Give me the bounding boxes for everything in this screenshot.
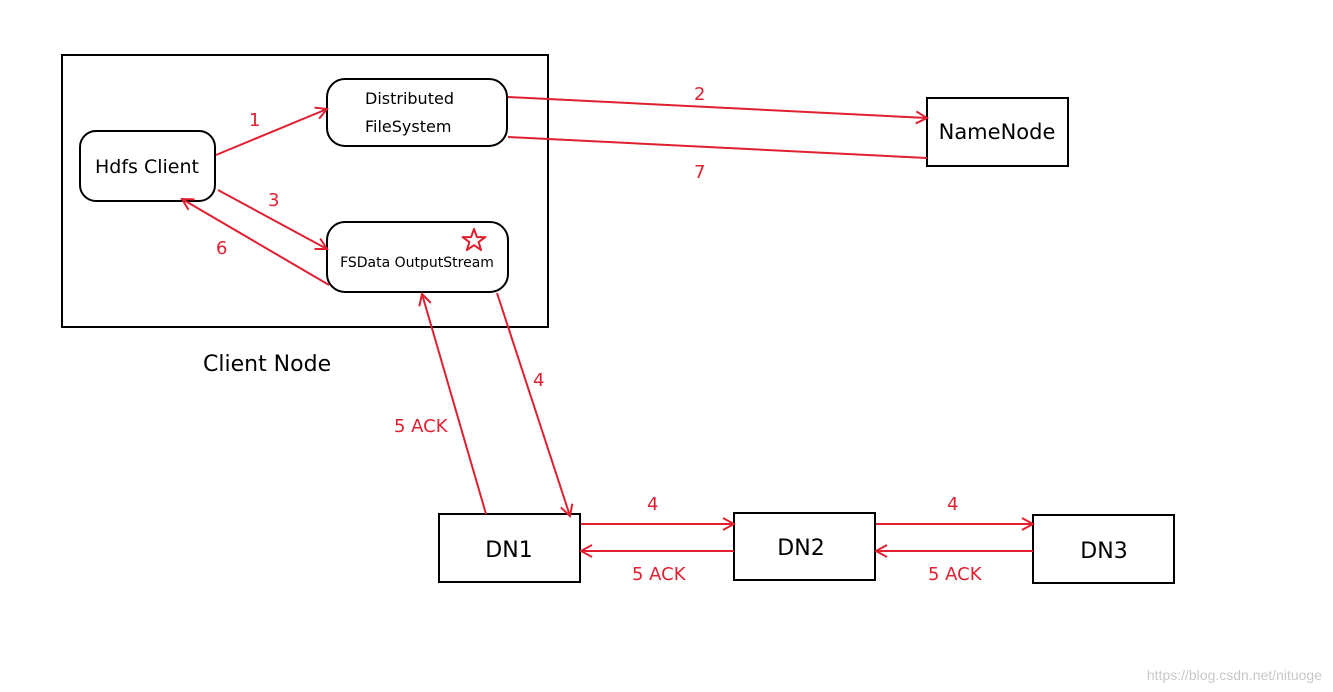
edge-label-step4-dn1-to-dn2: 4 [647, 494, 658, 515]
hdfs-client-node [79, 130, 216, 202]
namenode-node [926, 97, 1069, 167]
arrow-step6 [182, 199, 330, 286]
arrow-step4-stream-to-dn1 [496, 292, 570, 516]
dn3-label: DN3 [1080, 539, 1127, 564]
fsdata-outputstream-label: FSData OutputStream [340, 255, 494, 271]
edge-label-step4-stream-to-dn1: 4 [533, 370, 544, 391]
hdfs-client-label: Hdfs Client [95, 156, 199, 178]
arrow-step3 [217, 189, 327, 249]
edge-label-step7: 7 [694, 162, 705, 183]
arrow-step1 [215, 109, 327, 156]
namenode-label: NameNode [939, 120, 1056, 144]
distributed-filesystem-label-line2: FileSystem [365, 117, 451, 136]
edge-label-step6: 6 [216, 238, 227, 259]
edge-label-step5-dn3-to-dn2: 5 ACK [928, 564, 983, 585]
edge-label-step3: 3 [268, 190, 279, 211]
distributed-filesystem-label-line1: Distributed [365, 89, 454, 108]
client-node-label: Client Node [203, 352, 331, 377]
watermark-text: https://blog.csdn.net/nituoge [1147, 667, 1322, 683]
dn3-node [1032, 514, 1175, 584]
edge-label-step2: 2 [694, 84, 705, 105]
dn1-label: DN1 [485, 538, 532, 563]
arrow-step2 [507, 96, 927, 118]
edge-label-step5-dn1-to-stream: 5 ACK [394, 416, 449, 437]
edge-label-step1: 1 [249, 110, 260, 131]
fsdata-outputstream-node [326, 221, 509, 293]
line-step7 [507, 136, 928, 159]
dn2-label: DN2 [777, 536, 824, 561]
edge-label-step5-dn2-to-dn1: 5 ACK [632, 564, 687, 585]
star-icon [461, 228, 487, 252]
arrow-step5-dn1-to-stream [422, 294, 487, 515]
edge-label-step4-dn2-to-dn3: 4 [947, 494, 958, 515]
client-node-box [61, 54, 549, 328]
